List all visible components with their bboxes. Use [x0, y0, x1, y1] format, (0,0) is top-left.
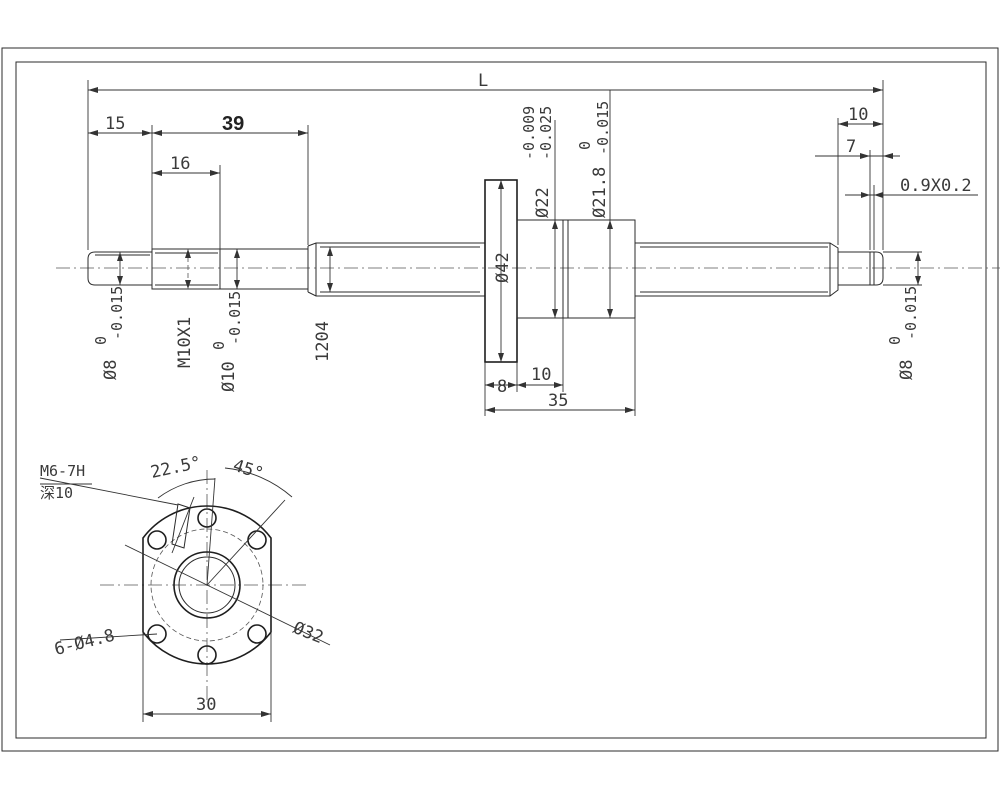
dim-L: L [478, 71, 488, 91]
bearing-seat [219, 248, 309, 290]
flange-dimensions [484, 318, 636, 416]
dim-phi22-tol-lo: -0.025 [537, 106, 555, 160]
dim-1204: 1204 [313, 321, 333, 362]
phi32-label: Ø32 [290, 618, 326, 648]
dim-phi22-tol-hi: -0.009 [520, 106, 538, 160]
right-journal [838, 251, 884, 286]
dim-phi10-tol-hi: 0 [210, 341, 228, 350]
left-journal [87, 251, 153, 286]
bolt-hole-top-right [247, 530, 267, 550]
holes-label: 6-Ø4.8 [52, 626, 116, 660]
dim-10-flange: 10 [531, 365, 551, 385]
angle-22-5: 22.5° [149, 453, 203, 483]
dim-phi21-8-tol-hi: 0 [576, 141, 594, 150]
inner-frame [15, 61, 987, 739]
bore-inner [178, 556, 236, 614]
dim-8: 8 [497, 377, 507, 397]
dim-phi8-left-tol-hi: 0 [92, 336, 110, 345]
bolt-hole-bottom-left [147, 624, 167, 644]
bolt-hole-top [197, 508, 217, 528]
shaft-side-view [56, 179, 1000, 363]
bore-outer [173, 551, 241, 619]
dim-phi21-8: Ø21.8 [590, 167, 610, 218]
dim-phi42: Ø42 [493, 252, 513, 283]
bolt-hole-bottom-right [247, 624, 267, 644]
dim-39: 39 [222, 113, 244, 135]
dim-16: 16 [170, 154, 190, 174]
dim-phi22: Ø22 [533, 187, 553, 218]
flange-front-view [39, 467, 331, 722]
dim-phi8-left: Ø8 [101, 360, 121, 380]
dim-7: 7 [846, 137, 856, 157]
nut-body [516, 219, 636, 319]
thread-note: M6-7H [40, 462, 85, 480]
dim-phi8-left-tol-lo: -0.015 [108, 286, 126, 340]
oil-hole-slot [171, 503, 191, 549]
top-dimensions [87, 80, 978, 250]
bolt-hole-bottom [197, 645, 217, 665]
dim-phi8-right: Ø8 [897, 360, 917, 380]
dim-phi10-tol-lo: -0.015 [226, 291, 244, 345]
dim-15: 15 [105, 114, 125, 134]
dim-phi10: Ø10 [219, 361, 239, 392]
screw-body-left [307, 242, 485, 297]
bolt-circle [150, 528, 264, 642]
dim-phi8-right-tol-lo: -0.015 [902, 286, 920, 340]
dim-phi21-8-tol-lo: -0.015 [594, 101, 612, 155]
diameter-arrows [117, 180, 922, 362]
width-30-label: 30 [196, 695, 216, 715]
dim-35: 35 [548, 391, 568, 411]
bolt-hole-top-left [147, 530, 167, 550]
screw-body-right [635, 242, 839, 297]
outer-frame [1, 47, 999, 752]
dim-phi8-right-tol-hi: 0 [886, 336, 904, 345]
angle-45: 45° [230, 456, 265, 485]
depth-note: 深10 [40, 484, 73, 502]
dim-chamfer: 0.9X0.2 [900, 176, 972, 196]
dim-10-top: 10 [848, 105, 868, 125]
dim-m10: M10X1 [175, 317, 195, 368]
